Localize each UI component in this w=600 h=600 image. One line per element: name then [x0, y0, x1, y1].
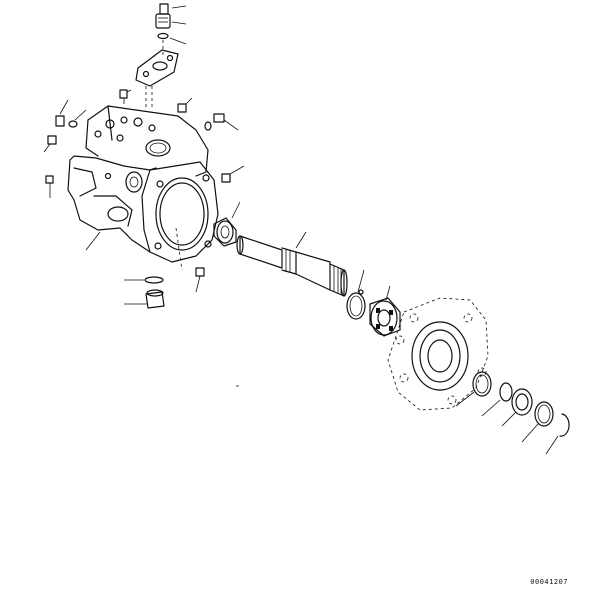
snap-ring-icon [346, 269, 366, 320]
oil-seal-icon [501, 388, 533, 427]
pump-housing-icon [67, 105, 219, 271]
o-ring-icon [204, 113, 239, 131]
plug-icon [43, 99, 69, 198]
snap-ring-icon [481, 382, 513, 417]
plug-icon [124, 289, 165, 309]
o-ring-icon [68, 109, 87, 128]
retaining-ring-icon [455, 371, 492, 407]
drawing-number: 00041207 [530, 578, 568, 586]
bolt-icon [119, 89, 132, 104]
retaining-ring-icon [521, 401, 554, 443]
o-ring-icon [124, 276, 164, 284]
bolt-icon [195, 267, 205, 293]
cover-flange-icon [387, 297, 489, 411]
drive-shaft-icon [236, 231, 348, 297]
plug-icon [221, 165, 245, 183]
bearing-large-icon [369, 285, 401, 337]
plug-fitting-icon [155, 3, 187, 58]
bolt-icon [177, 97, 193, 113]
flange-plate-icon [135, 49, 179, 110]
bearing-icon [213, 201, 241, 247]
snap-ring-icon [545, 413, 570, 455]
